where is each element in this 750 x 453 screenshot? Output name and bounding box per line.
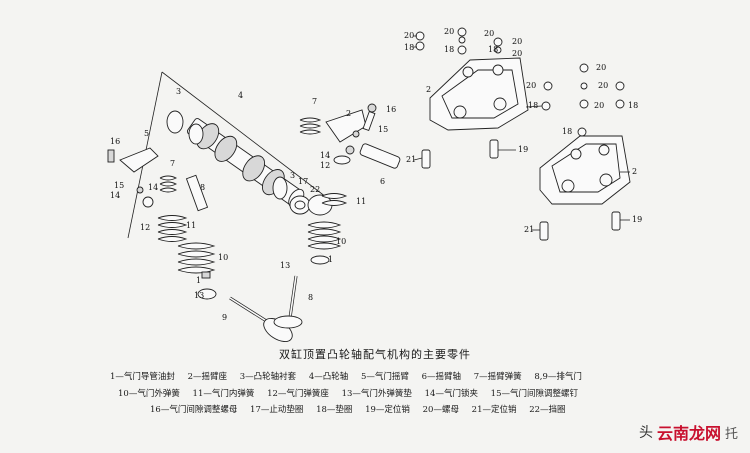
callout-10: 10 [218,253,228,262]
legend-item: 20—螺母 [422,405,459,415]
rocker-housing-lower [539,135,631,241]
legend-item: 3—凸轮轴衬套 [239,372,297,382]
callout-19b: 19 [632,215,642,224]
legend-row-2: 10—气门外弹簧 11—气门内弹簧 12—气门弹簧座 13—气门外弹簧垫 14—… [118,387,658,399]
legend-item: 2—摇臂座 [187,372,228,382]
callout-8: 8 [200,183,205,192]
legend-item: 16—气门间隙调整螺母 [150,405,238,415]
callout-16b: 16 [386,105,396,114]
callout-14c: 14 [320,151,330,160]
callout-22: 22 [310,185,320,194]
callout-16: 16 [110,137,120,146]
legend-row-3: 16—气门间隙调整螺母 17—止动垫圈 18—垫圈 19—定位销 20—螺母 2… [150,403,690,415]
callout-1: 1 [196,276,201,285]
callout-6: 6 [380,177,385,186]
legend-item: 4—凸轮轴 [308,372,349,382]
callout-13: 13 [194,291,204,300]
legend-item: 7—摇臂弹簧 [473,372,522,382]
legend-item: 11—气门内弹簧 [192,389,255,399]
watermark-suffix: 托 [724,426,738,442]
callout-2a: 2 [426,85,431,94]
callout-20d: 20 [512,37,522,46]
legend-item: 15—气门间隙调整螺钉 [490,389,578,399]
callout-18b: 18 [444,45,454,54]
legend-item: 1—气门导管油封 [110,372,175,382]
callout-20c: 20 [484,29,494,38]
callout-18c: 18 [488,45,498,54]
callout-20f: 20 [526,81,536,90]
callout-1b: 1 [328,255,333,264]
callout-12: 12 [140,223,150,232]
callout-21a: 21 [406,155,416,164]
callout-5: 5 [144,129,149,138]
callout-9: 9 [222,313,227,322]
callout-2: 2 [346,109,351,118]
callout-20g: 20 [596,63,606,72]
watermark-prefix: 头 [638,425,653,441]
callout-11b: 11 [356,197,366,206]
callout-7: 7 [170,159,175,168]
callout-4: 4 [238,91,243,100]
callout-15: 15 [114,181,124,190]
right-rocker-group [273,103,401,329]
legend-item: 13—气门外弹簧垫 [341,389,412,399]
legend-item: 14—气门锁夹 [424,389,478,399]
site-watermark: 头 云南龙网 托 [639,417,738,447]
callout-3: 3 [176,87,181,96]
camshaft-group [127,71,333,239]
callout-2b: 2 [632,167,637,176]
callout-labels: 4 3 3 5 16 15 14 14 7 8 12 11 10 1 13 9 … [110,27,642,322]
rocker-housing-upper [421,57,529,169]
callout-20a: 20 [404,31,414,40]
legend-item: 18—垫圈 [316,405,353,415]
nuts-and-washers [415,27,625,137]
leader-lines [413,35,630,231]
callout-13b: 13 [280,261,290,270]
callout-18d: 18 [528,101,538,110]
legend-row-1: 1—气门导管油封 2—摇臂座 3—凸轮轴衬套 4—凸轮轴 5—气门摇臂 6—摇臂… [110,370,650,382]
left-rocker-group [107,147,293,342]
callout-11: 11 [186,221,196,230]
callout-14: 14 [110,191,120,200]
callout-14b: 14 [148,183,158,192]
callout-15b: 15 [378,125,388,134]
callout-18f: 18 [562,127,572,136]
callout-10b: 10 [336,237,346,246]
callout-12b: 12 [320,161,330,170]
callout-19a: 19 [518,145,528,154]
callout-20e: 20 [512,49,522,58]
callout-20h: 20 [598,81,608,90]
legend-item: 6—摇臂轴 [421,372,462,382]
legend-item: 17—止动垫圈 [250,405,304,415]
legend-item: 19—定位销 [365,405,410,415]
callout-20b: 20 [444,27,454,36]
callout-3b: 3 [290,171,295,180]
callout-18a: 18 [404,43,414,52]
legend-item: 12—气门弹簧座 [267,389,329,399]
legend-item: 5—气门摇臂 [361,372,409,382]
callout-20i: 20 [594,101,604,110]
callout-21b: 21 [524,225,534,234]
callout-7b: 7 [312,97,317,106]
legend-item: 21—定位销 [471,405,517,415]
legend-item: 8,9—排气门 [534,372,582,382]
callout-17: 17 [298,177,308,186]
legend-item: 22—挡圈 [529,405,566,415]
callout-8b: 8 [308,293,313,302]
diagram-title: 双缸顶置凸轮轴配气机构的主要零件 [279,348,471,361]
callout-18e: 18 [628,101,638,110]
watermark-brand: 云南龙网 [656,424,721,443]
legend-item: 10—气门外弹簧 [118,389,180,399]
